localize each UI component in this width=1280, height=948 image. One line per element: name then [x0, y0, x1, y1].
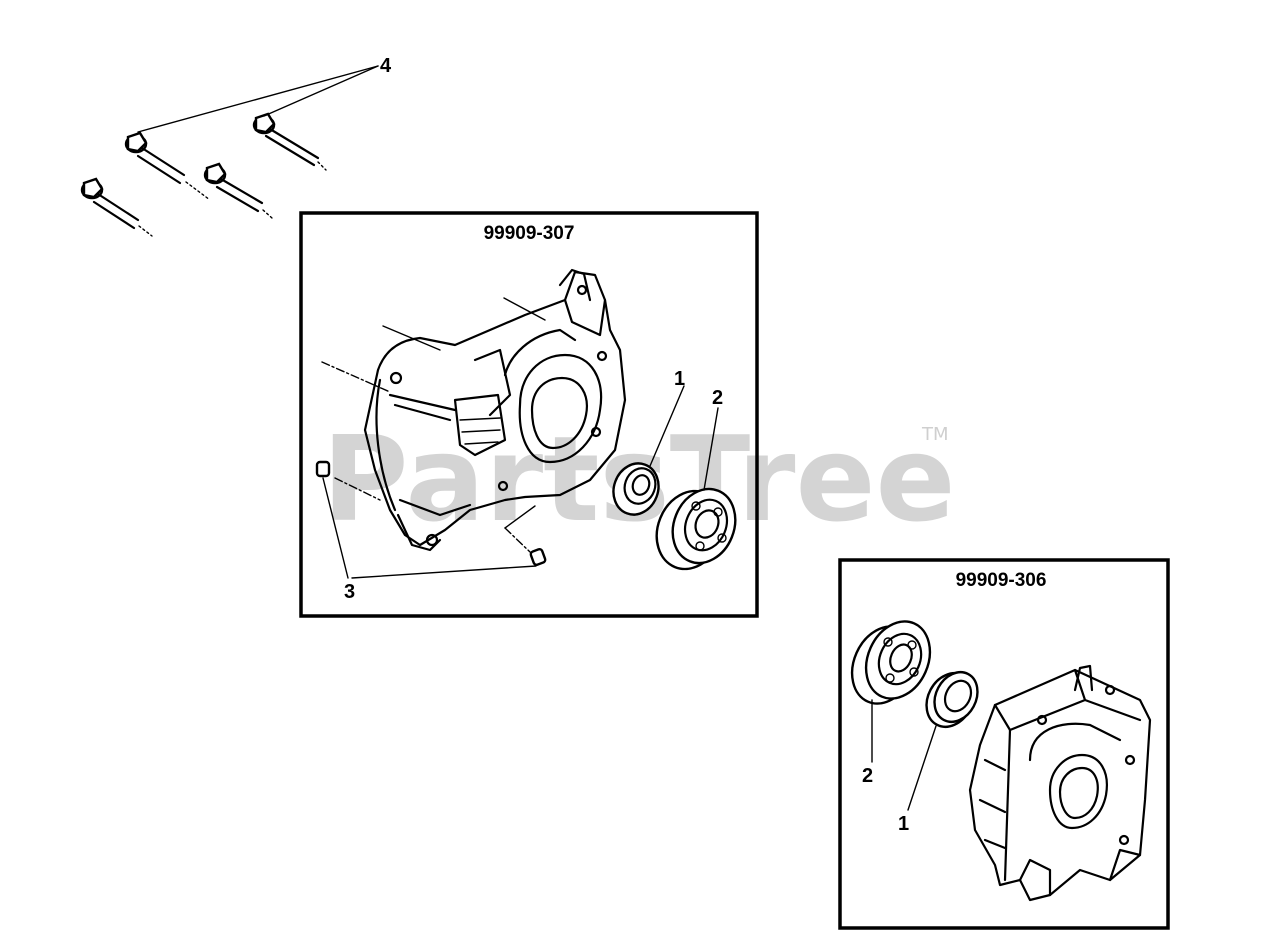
- bearing-large-left: 2: [655, 387, 737, 571]
- crankcase-half-right: [968, 664, 1152, 902]
- bolts-group: 4: [80, 55, 392, 237]
- bolt: [80, 177, 153, 237]
- kit-part-number-right: 99909-306: [956, 570, 1047, 591]
- kit-part-number-left: 99909-307: [484, 223, 575, 244]
- callout-1-left: 1: [674, 368, 685, 390]
- bearing-large-right: 2: [850, 620, 932, 787]
- bearing-small-right: 1: [898, 670, 979, 835]
- bolt: [124, 131, 211, 201]
- bolt: [203, 162, 273, 219]
- callout-3: 3: [344, 581, 355, 603]
- kit-box-right: 99909-306 2 1: [838, 558, 1170, 930]
- bolt: [252, 112, 327, 171]
- bearing-small-left: 1: [612, 368, 685, 516]
- watermark-tm: TM: [921, 424, 949, 445]
- crankcase-half-left: [321, 268, 627, 552]
- callout-1-right: 1: [898, 813, 909, 835]
- dowel-pins-left: 3: [315, 460, 547, 603]
- callout-2-left: 2: [712, 387, 723, 409]
- kit-box-left: 99909-307: [299, 211, 759, 618]
- callout-2-right: 2: [862, 765, 873, 787]
- callout-4: 4: [380, 55, 392, 77]
